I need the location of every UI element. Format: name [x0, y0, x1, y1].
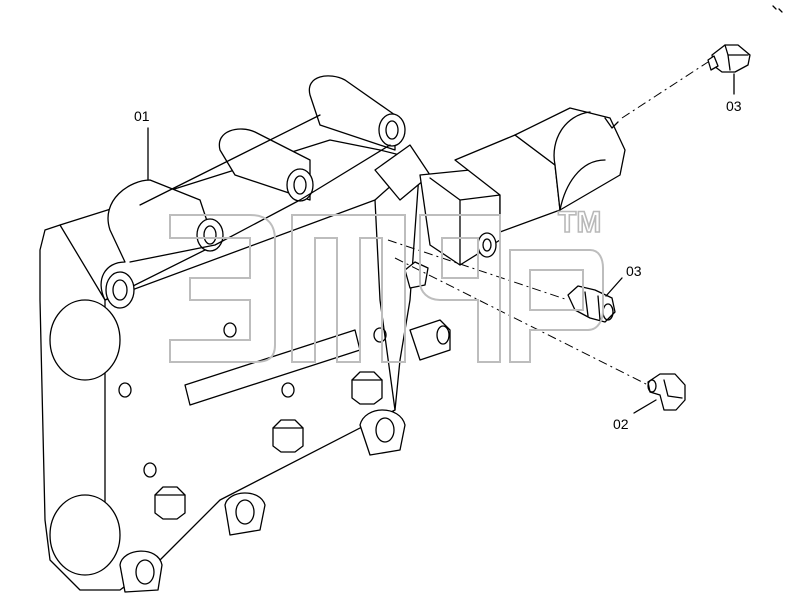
solenoid-actuator [374, 107, 626, 266]
assembly-lines [387, 61, 709, 386]
fitting-02-elbow [647, 373, 686, 411]
leader-lines [147, 73, 735, 414]
watermark-tm: TM [558, 206, 601, 239]
fitting-03-top [707, 44, 751, 73]
bolt-icon [351, 371, 383, 405]
corner-mark [772, 5, 783, 13]
callout-01: 01 [134, 108, 150, 124]
watermark-logo: TM [169, 205, 604, 363]
callout-03-middle: 03 [626, 263, 642, 279]
bolt-icon [154, 486, 186, 520]
bolt-icon [272, 419, 304, 453]
callout-02: 02 [613, 416, 629, 432]
callout-03-top: 03 [726, 98, 742, 114]
fitting-03-middle [567, 285, 616, 323]
valve-body-assembly [39, 75, 451, 593]
